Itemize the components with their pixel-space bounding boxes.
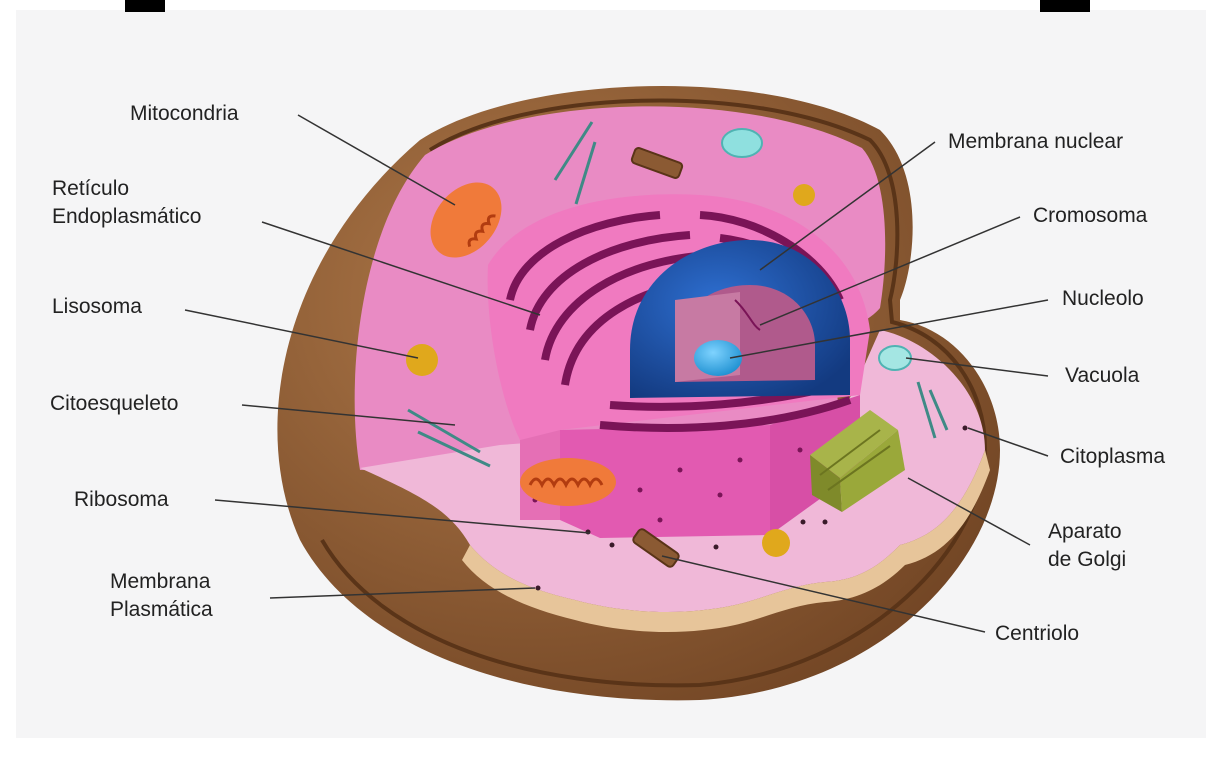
label-membrana-plasmatica: Membrana Plasmática [110, 568, 213, 624]
nucleolus [694, 340, 742, 376]
label-cromosoma: Cromosoma [1033, 202, 1147, 230]
label-vacuola: Vacuola [1065, 362, 1139, 390]
label-nucleolo: Nucleolo [1062, 285, 1144, 313]
label-membrana-nuclear: Membrana nuclear [948, 128, 1123, 156]
label-citoplasma: Citoplasma [1060, 443, 1165, 471]
label-mitocondria: Mitocondria [130, 100, 239, 128]
label-aparato-golgi: Aparato de Golgi [1048, 518, 1126, 574]
lysosome-top [793, 184, 815, 206]
lysosome-left [406, 344, 438, 376]
label-citoesqueleto: Citoesqueleto [50, 390, 178, 418]
lysosome-floor [762, 529, 790, 557]
vacuole-top [722, 129, 762, 157]
mitochondria-floor [520, 458, 616, 506]
label-reticulo-endoplasmatico: Retículo Endoplasmático [52, 175, 201, 231]
label-lisosoma: Lisosoma [52, 293, 142, 321]
label-ribosoma: Ribosoma [74, 486, 169, 514]
label-centriolo: Centriolo [995, 620, 1079, 648]
